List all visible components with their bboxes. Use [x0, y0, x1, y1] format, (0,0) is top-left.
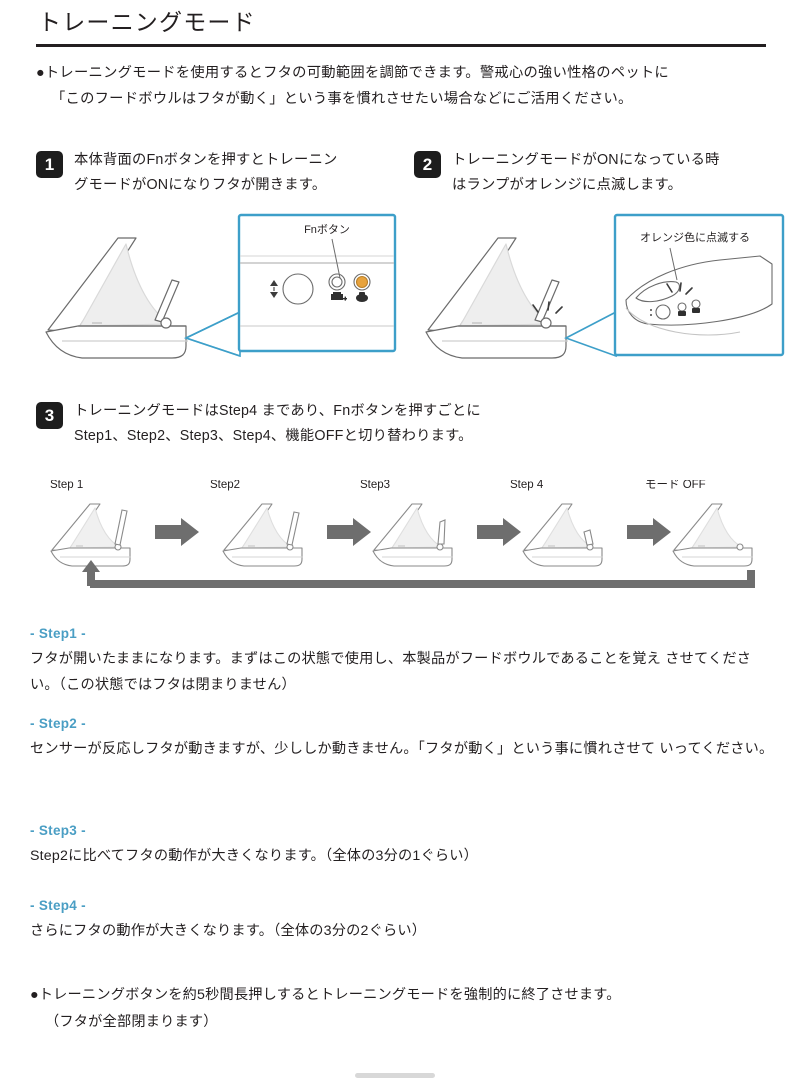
- page-title: トレーニングモード: [38, 9, 256, 35]
- detail-step-1: - Step1 - フタが開いたままになります。まずはこの状態で使用し、本製品が…: [30, 626, 775, 698]
- flow-diagram: Step 1 Step2 Step3 Step 4 モード OFF: [50, 479, 755, 588]
- blink-rays-lamp: [666, 282, 693, 295]
- figure-step-2: オレンジ色に点滅する: [420, 208, 790, 373]
- step-3-line-1: トレーニングモードはStep4 まであり、Fnボタンを押すごとに: [74, 403, 481, 419]
- figure-2-illustration: オレンジ色に点滅する: [425, 213, 785, 359]
- detail-step-4-body: さらにフタの動作が大きくなります。（全体の3分の2ぐらい）: [30, 918, 775, 944]
- step-2-line-1: トレーニングモードがONになっている時: [452, 152, 720, 168]
- detail-step-4-line-1: さらにフタの動作が大きくなります。（全体の3分の2ぐらい）: [30, 923, 427, 939]
- intro-paragraph: ●トレーニングモードを使用するとフタの可動範囲を調節できます。警戒心の強い性格の…: [36, 60, 776, 112]
- title-block: トレーニングモード: [36, 8, 766, 47]
- detail-step-1-heading: - Step1 -: [30, 626, 86, 641]
- detail-step-1-line-1: フタが開いたままになります。まずはこの状態で使用し、本製品がフードボウルであるこ…: [30, 651, 662, 667]
- step-2-heading: 2 トレーニングモードがONになっている時 はランプがオレンジに点滅します。: [414, 151, 769, 198]
- detail-step-4: - Step4 - さらにフタの動作が大きくなります。（全体の3分の2ぐらい）: [30, 898, 775, 944]
- detail-step-2-line-2: いってください。: [659, 741, 774, 757]
- detail-step-2-line-1: センサーが反応しフタが動きますが、少ししか動きません。「フタが動く」という事に慣…: [30, 741, 656, 757]
- fn-button-callout-label: Fnボタン: [304, 223, 350, 236]
- blink-rays-device: [532, 301, 563, 314]
- step-1-text: 本体背面のFnボタンを押すとトレーニン グモードがONになりフタが開きます。: [74, 148, 338, 198]
- detail-step-4-heading: - Step4 -: [30, 898, 86, 913]
- closing-paragraph: ●トレーニングボタンを約5秒間長押しするとトレーニングモードを強制的に終了させま…: [30, 982, 775, 1036]
- step-3-line-2: Step1、Step2、Step3、Step4、機能OFFと切り替わります。: [74, 428, 473, 444]
- detail-step-3-heading: - Step3 -: [30, 823, 86, 838]
- flow-label-1: Step 1: [50, 480, 83, 491]
- flow-label-2: Step2: [210, 480, 240, 491]
- loop-back-arrow: [82, 560, 755, 588]
- detail-step-2-body: センサーが反応しフタが動きますが、少ししか動きません。「フタが動く」という事に慣…: [30, 736, 775, 762]
- detail-step-3-body: Step2に比べてフタの動作が大きくなります。（全体の3分の1ぐらい）: [30, 843, 775, 869]
- closing-line-2: （フタが全部閉まります）: [45, 1014, 218, 1030]
- step-3-heading: 3 トレーニングモードはStep4 まであり、Fnボタンを押すごとに Step1…: [36, 402, 736, 449]
- figure-1-illustration: Fnボタン: [45, 213, 397, 359]
- step-2-text: トレーニングモードがONになっている時 はランプがオレンジに点滅します。: [452, 148, 720, 198]
- detail-step-1-body: フタが開いたままになります。まずはこの状態で使用し、本製品がフードボウルであるこ…: [30, 646, 775, 698]
- closing-line-1: ●トレーニングボタンを約5秒間長押しするとトレーニングモードを強制的に終了させま…: [30, 987, 621, 1003]
- step-2-line-2: はランプがオレンジに点滅します。: [452, 177, 683, 193]
- flow-label-5: モード OFF: [645, 480, 706, 491]
- step-1-heading: 1 本体背面のFnボタンを押すとトレーニン グモードがONになりフタが開きます。: [36, 151, 386, 198]
- intro-line-2: 「このフードボウルはフタが動く」という事を慣れさせたい場合などにご活用ください。: [51, 91, 633, 107]
- step-1-line-2: グモードがONになりフタが開きます。: [74, 177, 327, 193]
- detail-step-3: - Step3 - Step2に比べてフタの動作が大きくなります。（全体の3分の…: [30, 823, 775, 869]
- step-3-text: トレーニングモードはStep4 まであり、Fnボタンを押すごとに Step1、S…: [74, 399, 481, 449]
- step-1-badge: 1: [36, 151, 63, 178]
- detail-step-2: - Step2 - センサーが反応しフタが動きますが、少ししか動きません。「フタ…: [30, 716, 775, 762]
- lamp-callout-label: オレンジ色に点滅する: [640, 230, 750, 244]
- flow-label-4: Step 4: [510, 480, 544, 491]
- bottom-scroll-indicator[interactable]: [355, 1073, 435, 1078]
- detail-step-2-heading: - Step2 -: [30, 716, 86, 731]
- flow-label-3: Step3: [360, 480, 390, 491]
- figure-step-flow: Step 1 Step2 Step3 Step 4 モード OFF: [30, 479, 775, 595]
- step-2-badge: 2: [414, 151, 441, 178]
- figure-step-1: Fnボタン: [40, 208, 400, 373]
- title-underline: [36, 43, 766, 47]
- detail-step-3-line-1: Step2に比べてフタの動作が大きくなります。（全体の3分の1ぐらい）: [30, 848, 479, 864]
- step-1-line-1: 本体背面のFnボタンを押すとトレーニン: [74, 152, 338, 168]
- step-3-badge: 3: [36, 402, 63, 429]
- detail-step-1-line-2: させてください。（この状態ではフタは閉まりません）: [30, 651, 752, 693]
- intro-line-1: ●トレーニングモードを使用するとフタの可動範囲を調節できます。警戒心の強い性格の…: [36, 65, 669, 81]
